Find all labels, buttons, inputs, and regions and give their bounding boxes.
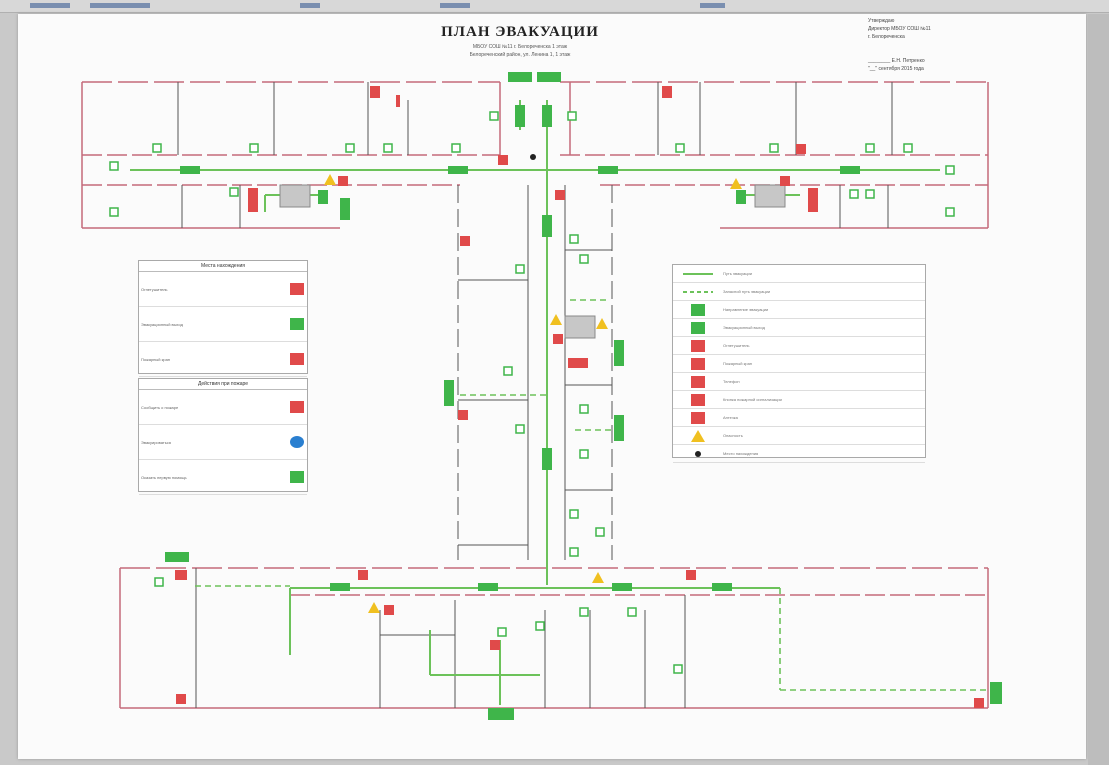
legend-symbol-label: Огнетушитель — [723, 343, 750, 348]
fire-hose-icon — [691, 357, 705, 370]
legend-symbol-row: Огнетушитель — [673, 337, 925, 355]
approval-line-4: ________ Е.Н. Петренко — [868, 58, 925, 64]
phone-icon — [691, 375, 705, 388]
legend-symbol-label: Опасность — [723, 433, 743, 438]
scrollbar[interactable] — [1088, 14, 1109, 765]
legend-fire-actions-header: Действия при пожаре — [139, 379, 307, 390]
legend-symbol-label: Направление эвакуации — [723, 307, 769, 312]
legend-action-row-2: Эвакуироваться — [139, 425, 307, 460]
exit-icon — [290, 318, 304, 330]
alarm-button-icon — [691, 393, 705, 406]
alarm-icon — [290, 401, 304, 413]
exit-icon — [691, 321, 705, 334]
top-wing-walls — [81, 81, 989, 229]
fire-equipment-icons — [175, 86, 984, 708]
legend-symbol-row: Телефон — [673, 373, 925, 391]
legend-row-2: Эвакуационный выход — [139, 307, 307, 342]
plan-subtitle-2: Белореченский район, ул. Ленина 1, 1 эта… — [469, 52, 571, 58]
top-wing-partitions — [177, 82, 893, 228]
direction-arrow-icon — [691, 303, 705, 316]
legend-symbol-label: Место нахождения — [723, 451, 759, 456]
staircases — [279, 184, 786, 339]
legend-action-row-3: Оказать первую помощь — [139, 460, 307, 495]
legend-fire-actions: Действия при пожаре Сообщить о пожаре Эв… — [138, 378, 308, 495]
legend-action-row-1: Сообщить о пожаре — [139, 390, 307, 425]
legend-row-1-label: Огнетушитель — [141, 286, 168, 292]
legend-action-row-1-label: Сообщить о пожаре — [141, 404, 179, 410]
legend-fire-locations: Места нахождения Огнетушитель Эвакуацион… — [138, 260, 308, 377]
legend-symbol-row: Кнопка пожарной сигнализации — [673, 391, 925, 409]
legend-symbol-row: Место нахождения — [673, 445, 925, 463]
legend-symbol-label: Путь эвакуации — [723, 271, 752, 276]
legend-symbol-label: Телефон — [723, 379, 740, 384]
legend-symbol-row: Эвакуационный выход — [673, 319, 925, 337]
extinguisher-icon — [290, 283, 304, 295]
legend-symbol-row: Направление эвакуации — [673, 301, 925, 319]
legend-symbol-row: Опасность — [673, 427, 925, 445]
plan-title: ПЛАН ЭВАКУАЦИИ — [441, 24, 599, 40]
legend-symbol-label: Аптечка — [723, 415, 738, 420]
first-aid-icon — [290, 471, 304, 483]
top-toolbar — [0, 0, 1109, 13]
legend-symbol-row: Путь эвакуации — [673, 265, 925, 283]
legend-fire-locations-header: Места нахождения — [139, 261, 307, 272]
green-sign-icons — [109, 111, 955, 674]
legend-symbol-label: Эвакуационный выход — [723, 325, 765, 330]
warning-icons — [324, 174, 742, 613]
evacuation-routes — [130, 100, 940, 705]
approval-line-5: "__" сентября 2015 года — [868, 66, 924, 72]
legend-action-row-2-label: Эвакуироваться — [141, 439, 171, 445]
approval-line-3: г. Белореченска — [868, 34, 905, 40]
route-arrow-icons — [180, 105, 860, 591]
legend-row-3-label: Пожарный кран — [141, 356, 171, 362]
alternate-routes — [195, 299, 990, 691]
legend-symbol-label: Запасной путь эвакуации — [723, 289, 771, 294]
extinguisher-icon — [691, 339, 705, 352]
approval-line-2: Директор МБОУ СОШ №11 — [868, 26, 931, 32]
info-icon — [290, 436, 304, 448]
legend-symbols: Путь эвакуации Запасной путь эвакуации Н… — [672, 264, 926, 463]
plan-subtitle-1: МБОУ СОШ №11 г. Белореченска 1 этаж — [472, 44, 568, 50]
approval-line-1: Утверждаю — [868, 18, 895, 24]
legend-row-1: Огнетушитель — [139, 272, 307, 307]
central-block — [457, 185, 613, 560]
fire-hose-icon — [290, 353, 304, 365]
legend-symbol-row: Аптечка — [673, 409, 925, 427]
legend-row-2-label: Эвакуационный выход — [141, 321, 183, 327]
legend-action-row-3-label: Оказать первую помощь — [141, 474, 187, 480]
location-marker-icon — [530, 154, 536, 160]
bottom-wing-walls — [119, 567, 989, 709]
legend-symbol-row: Пожарный кран — [673, 355, 925, 373]
legend-symbol-row: Запасной путь эвакуации — [673, 283, 925, 301]
bottom-wing-partitions — [195, 568, 686, 708]
legend-row-3: Пожарный кран — [139, 342, 307, 377]
legend-symbol-label: Кнопка пожарной сигнализации — [723, 397, 782, 402]
first-aid-icon — [691, 411, 705, 424]
exit-signs — [165, 72, 1002, 720]
legend-symbol-label: Пожарный кран — [723, 361, 753, 366]
